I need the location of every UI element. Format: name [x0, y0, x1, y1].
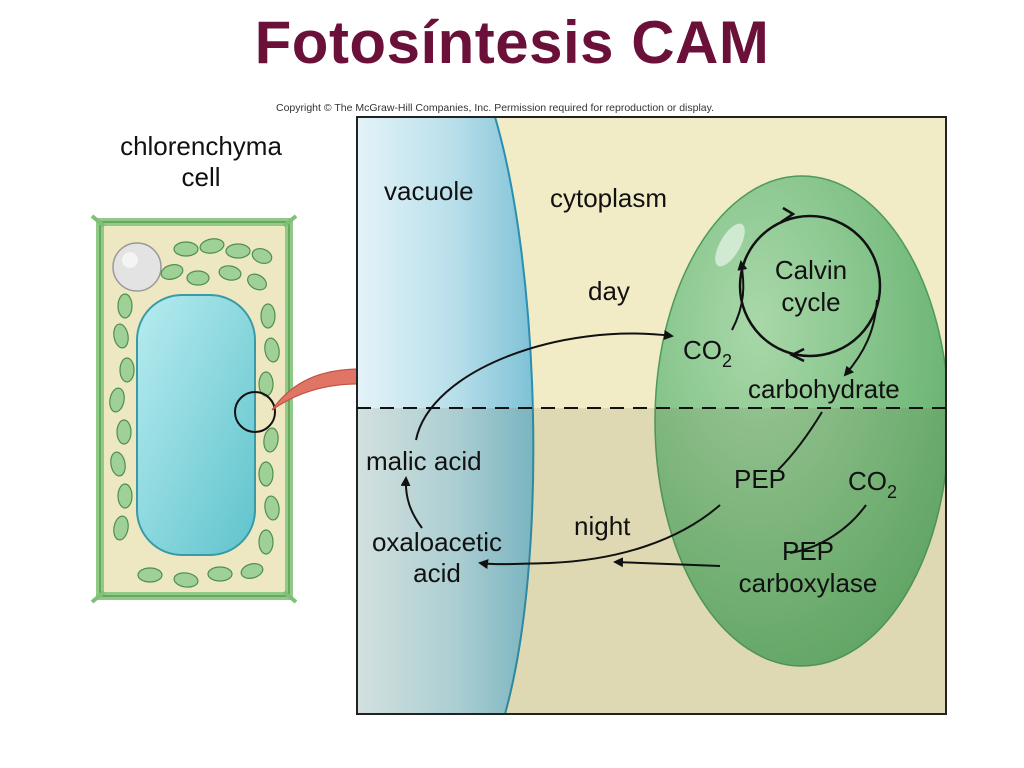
chlorenchyma-cell — [90, 214, 298, 604]
calvin-label-line2: cycle — [781, 287, 840, 317]
vacuole-region — [357, 117, 534, 714]
calvin-label-line1: Calvin — [775, 255, 847, 285]
carbohydrate-label: carbohydrate — [748, 374, 900, 404]
copyright-notice: Copyright © The McGraw-Hill Companies, I… — [276, 102, 715, 114]
chloroplast-icons — [109, 238, 280, 588]
oxaloacetic-label-line2: acid — [413, 558, 461, 588]
nucleus-icon — [112, 242, 162, 292]
malic-acid-label: malic acid — [366, 446, 482, 476]
co2-day-label: CO2 — [683, 335, 732, 371]
vacuole-label: vacuole — [384, 176, 474, 206]
night-shade — [357, 408, 946, 714]
pep-carboxylase-line1: PEP — [782, 536, 834, 566]
cell-label-line1: chlorenchyma — [120, 131, 282, 161]
calvin-cycle-loop — [738, 214, 882, 358]
day-label: day — [588, 276, 630, 306]
central-vacuole — [136, 294, 256, 556]
flow-arrows — [400, 260, 878, 570]
night-label: night — [574, 511, 631, 541]
pep-label: PEP — [734, 464, 786, 494]
oxaloacetic-label-line1: oxaloacetic — [372, 527, 502, 557]
panel-border — [356, 116, 947, 715]
magnify-circle — [234, 391, 276, 433]
chloroplast-region — [654, 175, 946, 667]
co2-night-label: CO2 — [848, 466, 897, 502]
page-title: Fotosíntesis CAM — [254, 9, 770, 76]
pep-carboxylase-line2: carboxylase — [739, 568, 878, 598]
zoomed-panel — [357, 117, 946, 714]
cytoplasm-label: cytoplasm — [550, 183, 667, 213]
cell-label-line2: cell — [181, 162, 220, 192]
